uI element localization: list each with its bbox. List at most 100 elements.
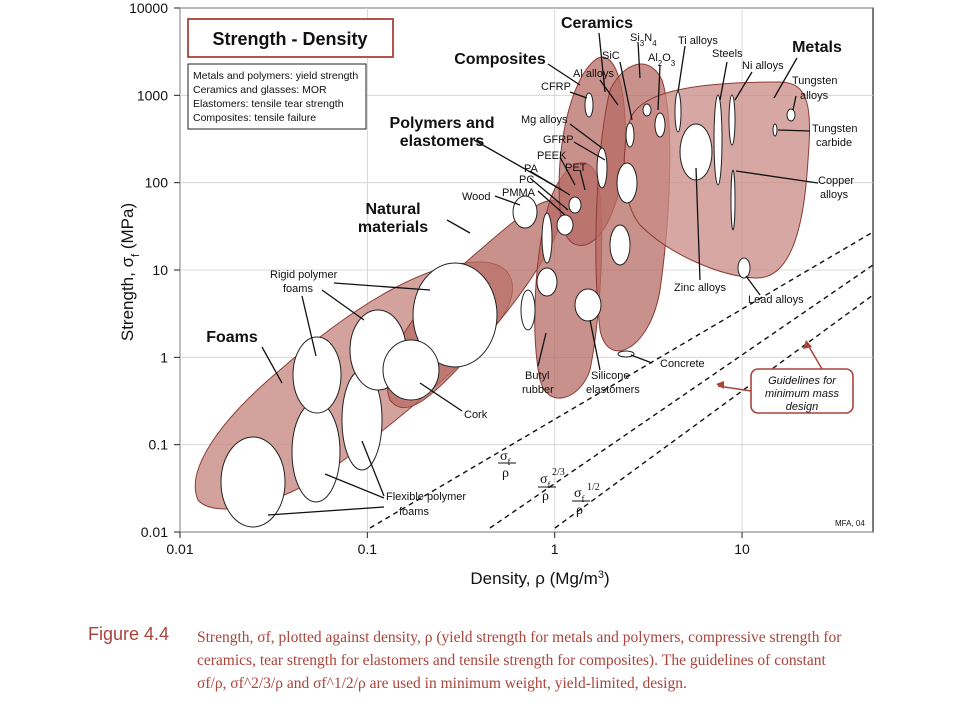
svg-text:σf: σf (574, 486, 585, 504)
label-copper-alloys-2: alloys (820, 189, 849, 201)
label-al-alloys: Al alloys (573, 68, 614, 80)
label-al2o3: Al2O3 (648, 52, 676, 68)
chart-title: Strength - Density (212, 29, 367, 49)
label-tungsten-alloys-2: alloys (800, 90, 829, 102)
svg-text:ρ: ρ (542, 489, 549, 504)
bubble-concrete (617, 350, 635, 358)
group-label-polymers-2: elastomers (400, 133, 485, 150)
legend-line: Metals and polymers: yield strength (193, 70, 358, 82)
label-ni-alloys: Ni alloys (742, 60, 784, 72)
guideline-note: Guidelines for minimum mass design (716, 340, 854, 414)
y-tick-label: 10000 (129, 0, 168, 16)
group-labels: Ceramics Composites Metals Polymers and … (206, 15, 842, 346)
guideline-label-2: σf 2/3 ρ (538, 467, 565, 504)
x-tick-label: 10 (734, 541, 750, 557)
bubble-rigid-foam-3 (412, 262, 498, 368)
svg-text:1/2: 1/2 (587, 482, 600, 493)
bubble-sic (642, 103, 652, 117)
svg-text:design: design (786, 401, 818, 413)
leader-lines (261, 32, 819, 516)
group-label-polymers-1: Polymers and (390, 115, 495, 132)
label-pa: PA (524, 163, 539, 175)
bubble-ceramic-1 (616, 162, 638, 204)
caption-text: Strength, σf, plotted against density, ρ… (197, 629, 842, 692)
material-bubbles (220, 91, 796, 528)
figure-caption: Figure 4.4 Strength, σf, plotted against… (0, 620, 960, 720)
x-axis-title: Density, ρ (Mg/m3) (470, 569, 609, 588)
credit-text: MFA, 04 (835, 519, 865, 528)
svg-text:ρ: ρ (576, 503, 583, 518)
legend-lines: Metals and polymers: yield strengthCeram… (193, 70, 358, 124)
bubble-polymer-1 (556, 214, 574, 236)
label-rigid-foams-2: foams (283, 283, 313, 295)
label-copper-alloys-1: Copper (818, 175, 854, 187)
bubble-tungsten-carbide (772, 123, 778, 137)
bubble-natural-small (536, 267, 558, 297)
label-cork: Cork (464, 409, 488, 421)
guideline-slope-1 (369, 231, 873, 529)
y-tick-label: 1 (160, 349, 168, 365)
bubble-ni-alloys (728, 94, 736, 146)
guideline-slope-1-5 (489, 264, 873, 529)
label-silicone-1: Silicone (591, 370, 630, 382)
label-sic: SiC (602, 50, 620, 62)
label-peek: PEEK (537, 150, 567, 162)
bubble-silicone (574, 288, 602, 322)
bubble-copper (730, 169, 736, 231)
svg-text:ρ: ρ (502, 466, 509, 481)
title-box (187, 18, 394, 58)
group-label-foams: Foams (206, 329, 258, 346)
label-concrete: Concrete (660, 358, 705, 370)
y-tick-label: 0.1 (149, 437, 169, 453)
guideline-label-1: σf ρ (498, 449, 516, 481)
svg-text:Guidelines for: Guidelines for (768, 375, 837, 387)
legend-line: Composites: tensile failure (193, 112, 316, 124)
label-gfrp: GFRP (543, 134, 574, 146)
group-label-natural-1: Natural (365, 201, 420, 218)
label-pc: PC (519, 174, 534, 186)
group-label-ceramics: Ceramics (561, 15, 633, 32)
bubble-tungsten-alloys (786, 108, 796, 122)
bubble-ceramic-2 (609, 224, 631, 266)
x-tick-label: 1 (551, 541, 559, 557)
svg-text:σf: σf (500, 449, 511, 467)
label-silicone-2: elastomers (586, 384, 640, 396)
svg-text:σf: σf (540, 472, 551, 490)
label-steels: Steels (712, 48, 743, 60)
label-wood: Wood (462, 191, 491, 203)
bubble-rigid-foam-1 (292, 336, 342, 414)
label-pmma: PMMA (502, 187, 536, 199)
bubble-butyl-rubber (520, 289, 536, 331)
bubble-flexible-foam-1 (220, 436, 286, 528)
y-axis-title: Strength, σf (MPa) (118, 203, 142, 341)
bubble-cfrp (584, 92, 594, 118)
label-si3n4: Si3N4 (630, 32, 657, 48)
label-butyl-rubber-1: Butyl (525, 370, 549, 382)
bubble-natural-tall (541, 212, 553, 264)
x-tick-label: 0.01 (166, 541, 193, 557)
label-flexible-foams-2: foams (399, 506, 429, 518)
label-butyl-rubber-2: rubber (522, 384, 554, 396)
y-tick-label: 1000 (137, 87, 168, 103)
svg-text:2/3: 2/3 (552, 467, 565, 478)
label-tungsten-carbide-1: Tungsten (812, 123, 857, 135)
label-zinc-alloys: Zinc alloys (674, 282, 726, 294)
label-mg-alloys: Mg alloys (521, 114, 568, 126)
material-labels: Si3N4 Ti alloys SiC Al2O3 Steels Ni allo… (270, 32, 857, 518)
group-label-natural-2: materials (358, 219, 428, 236)
guidelines (369, 231, 873, 529)
bubble-flexible-foam-2 (291, 401, 341, 503)
bubble-steels (713, 94, 723, 186)
label-pet: PET (565, 162, 587, 174)
legend-box (187, 63, 367, 130)
bubble-ti-alloys (674, 91, 682, 133)
label-tungsten-alloys-1: Tungsten (792, 75, 837, 87)
guideline-labels: σf ρ σf 2/3 ρ σf 1/2 ρ (498, 449, 600, 518)
label-flexible-foams-1: Flexible polymer (386, 491, 466, 503)
label-ti-alloys: Ti alloys (678, 35, 718, 47)
figure-number: Figure 4.4 (88, 624, 170, 644)
y-tick-label: 0.01 (141, 524, 168, 540)
label-lead-alloys: Lead alloys (748, 294, 804, 306)
